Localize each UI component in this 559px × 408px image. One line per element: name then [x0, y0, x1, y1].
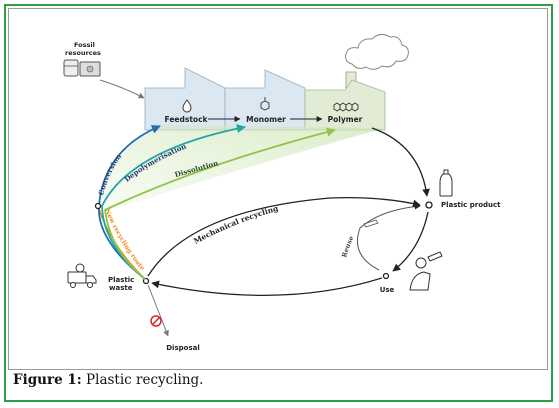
dissolution-route [104, 127, 336, 280]
no-entry-icon [150, 315, 162, 327]
mechanical-recycling-arrow [147, 196, 421, 277]
use-label: Use [380, 286, 395, 294]
plastic-product-node [425, 201, 433, 209]
polymer-chain-icon [333, 102, 359, 112]
fossil-to-feedstock-arrow [99, 79, 145, 99]
reuse-label: Reuse [340, 235, 355, 259]
person-drinking-icon [409, 251, 443, 291]
waste-to-disposal-arrow [147, 284, 169, 337]
monomer-molecule-icon [260, 97, 270, 111]
depolymerisation-route [101, 124, 246, 280]
use-to-waste-arrow [151, 277, 383, 296]
use-node [382, 272, 390, 280]
plastic-waste-label: Plastic waste [108, 276, 137, 292]
new-recycling-routes-label: New recycling routes [0, 0, 146, 272]
monomer-label: Monomer [246, 115, 286, 124]
polymer-to-product-arrow [371, 127, 430, 197]
figure-caption-text: Plastic recycling. [86, 372, 204, 388]
fossil-barrel-icon [63, 59, 101, 77]
plastic-waste-node [142, 277, 150, 285]
smoke-cloud-icon [345, 33, 409, 70]
plastic-bottle-icon [439, 169, 453, 197]
reuse-bottle-icon [363, 219, 379, 228]
plastic-product-label: Plastic product [441, 201, 501, 209]
fossil-resources-label: Fossil resources [65, 41, 101, 57]
feedstock-label: Feedstock [165, 115, 209, 124]
waste-truck-icon [67, 263, 97, 288]
recycling-hub-node [94, 202, 102, 210]
figure-caption: Figure 1: Plastic recycling. [13, 372, 203, 388]
disposal-label: Disposal [166, 344, 200, 352]
recycling-routes-fan [100, 125, 385, 212]
reuse-arrow [356, 203, 421, 271]
product-to-use-arrow [392, 211, 429, 272]
mechanical-recycling-label: Mechanical recycling [192, 204, 280, 246]
polymer-label: Polymer [328, 115, 363, 124]
figure-caption-label: Figure 1: [13, 372, 82, 388]
droplet-icon [182, 99, 192, 113]
